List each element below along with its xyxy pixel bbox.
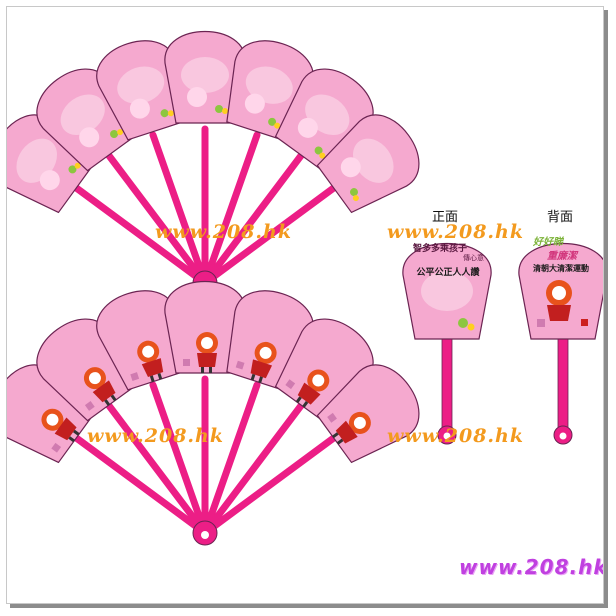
back-text-line: 清朝大清潔運動 <box>533 264 589 273</box>
back-title-a: 好好睇 <box>533 237 563 248</box>
watermark: www.208.hk <box>155 221 293 243</box>
back-fan <box>7 280 433 546</box>
product-frame: 智多多乘孩子 傳心意 公平公正人人讚 好好睇 重廉潔 清朝大清潔運動 正面 背面… <box>6 6 604 604</box>
front-text-slogan: 公平公正人人讚 <box>416 268 480 278</box>
single-front-fan <box>402 242 492 445</box>
back-title-b: 重廉潔 <box>547 251 577 262</box>
front-text-main: 智多多乘孩子 <box>412 244 467 254</box>
watermark: www.208.hk <box>387 221 525 243</box>
watermark: www.208.hk <box>87 425 225 447</box>
fan-illustrations <box>7 30 603 546</box>
front-text-sub: 傳心意 <box>463 254 484 262</box>
front-fan <box>7 30 433 296</box>
single-back-fan <box>518 242 603 445</box>
front-label: 正面 <box>432 210 459 225</box>
site-logo[interactable]: www.208.hk <box>459 555 604 579</box>
watermark: www.208.hk <box>387 425 525 447</box>
back-label: 背面 <box>547 210 574 225</box>
